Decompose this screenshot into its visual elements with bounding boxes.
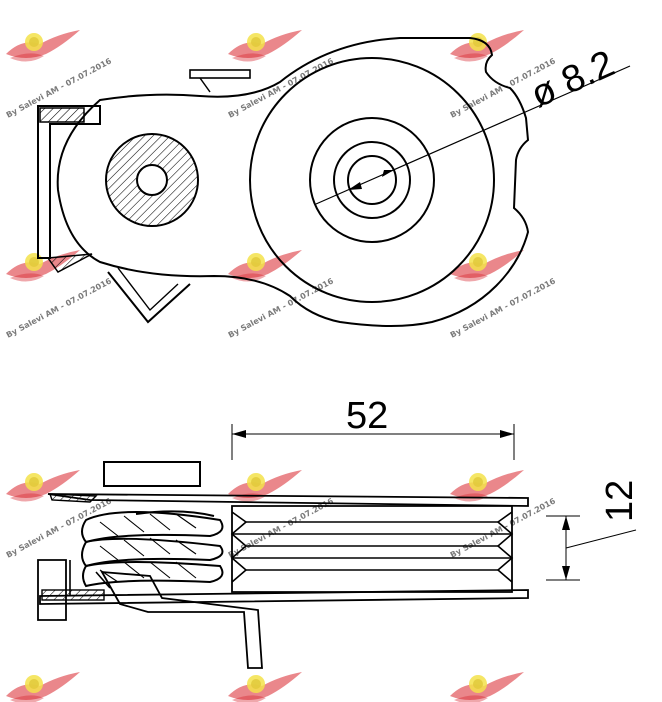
- pulley-bore: [347, 155, 397, 205]
- bottom-plate-hatch: [41, 589, 105, 601]
- watermark-text-2: By Salevi AM - 07.07.2016: [227, 56, 336, 119]
- diameter-leader: [315, 65, 631, 205]
- dim-52-arrow-left: [232, 430, 246, 438]
- dim-52-arrow-right: [500, 430, 514, 438]
- diameter-label: ø 8.2: [525, 43, 621, 117]
- dim-12-leader: [565, 529, 637, 549]
- width-label: 52: [346, 395, 388, 437]
- spring-coil-3: [82, 561, 224, 588]
- left-bracket: [37, 105, 101, 259]
- top-plate-hatch: [49, 493, 98, 503]
- bottom-plate: [39, 589, 529, 605]
- top-view: [37, 37, 631, 327]
- watermark-text-5: By Salevi AM - 07.07.2016: [227, 276, 336, 339]
- dim-12-arrow-bottom: [562, 566, 570, 580]
- watermark-text-7: By Salevi AM - 07.07.2016: [5, 496, 114, 559]
- side-view: [37, 424, 637, 669]
- pulley-ring-1: [309, 117, 435, 243]
- spring-lower-arm: [95, 571, 111, 589]
- pivot-bore: [136, 164, 168, 196]
- watermark-text-4: By Salevi AM - 07.07.2016: [5, 276, 114, 339]
- spring-top-arm: [135, 510, 215, 517]
- dim-12-arrow-top: [562, 516, 570, 530]
- top-tab: [189, 69, 251, 79]
- pulley-ring-2: [333, 141, 411, 219]
- height-label: 12: [599, 480, 641, 522]
- spring-coil-2: [81, 537, 224, 568]
- diameter-arrow-2: [382, 170, 394, 177]
- spring-stripes: [99, 513, 197, 583]
- top-cap: [103, 461, 201, 487]
- mounting-lever: [100, 570, 263, 669]
- lower-arm: [107, 271, 191, 324]
- pulley-body: [231, 505, 513, 593]
- left-post: [37, 559, 67, 621]
- pulley-outer: [249, 57, 495, 303]
- diameter-arrow-1: [348, 182, 362, 190]
- lower-arm-inner: [117, 267, 179, 312]
- spring-coil-1: [81, 511, 224, 544]
- top-tab-bridge: [199, 77, 211, 93]
- wedge-hatch: [46, 253, 93, 273]
- left-bracket-hatch: [39, 107, 85, 123]
- housing-outline: [56, 37, 530, 327]
